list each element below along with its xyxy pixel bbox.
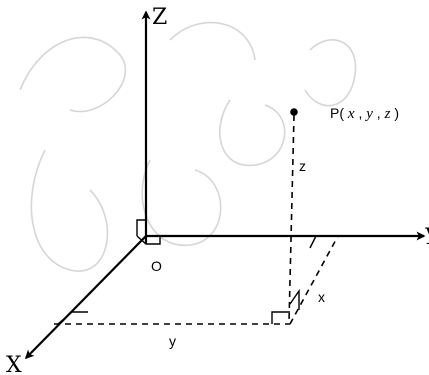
- x-axis: [24, 235, 147, 360]
- base-dashed-line-x: [289, 235, 339, 325]
- point-p-z: z: [384, 106, 391, 122]
- point-p-sep2: ,: [377, 105, 385, 121]
- point-p-prefix: P(: [330, 105, 344, 121]
- x-distance-label: x: [318, 289, 325, 305]
- z-axis-label: Z: [152, 5, 167, 30]
- x-axis-right-angle-mark: [57, 311, 88, 325]
- point-p-x: x: [347, 106, 355, 122]
- origin-right-angle-mark: [136, 219, 146, 236]
- point-p-dot: [290, 108, 298, 116]
- watermark: [19, 21, 357, 272]
- vertical-right-angle-mark: [289, 288, 300, 310]
- point-p-label: P( x , y , z ): [330, 105, 399, 122]
- y-axis-label: Y: [424, 225, 429, 250]
- origin-label: O: [151, 258, 162, 274]
- x-axis-label: X: [6, 353, 22, 375]
- vertical-dashed-line: [288, 114, 295, 323]
- y-distance-label: y: [169, 333, 176, 349]
- origin-right-angle-mark-2: [136, 235, 161, 245]
- z-distance-label: z: [299, 158, 306, 174]
- point-p-suffix: ): [394, 105, 399, 121]
- base-right-angle-mark: [271, 311, 290, 324]
- y-axis-right-angle-mark: [309, 235, 332, 249]
- point-p-y: y: [364, 106, 373, 122]
- point-p-sep1: ,: [358, 105, 366, 121]
